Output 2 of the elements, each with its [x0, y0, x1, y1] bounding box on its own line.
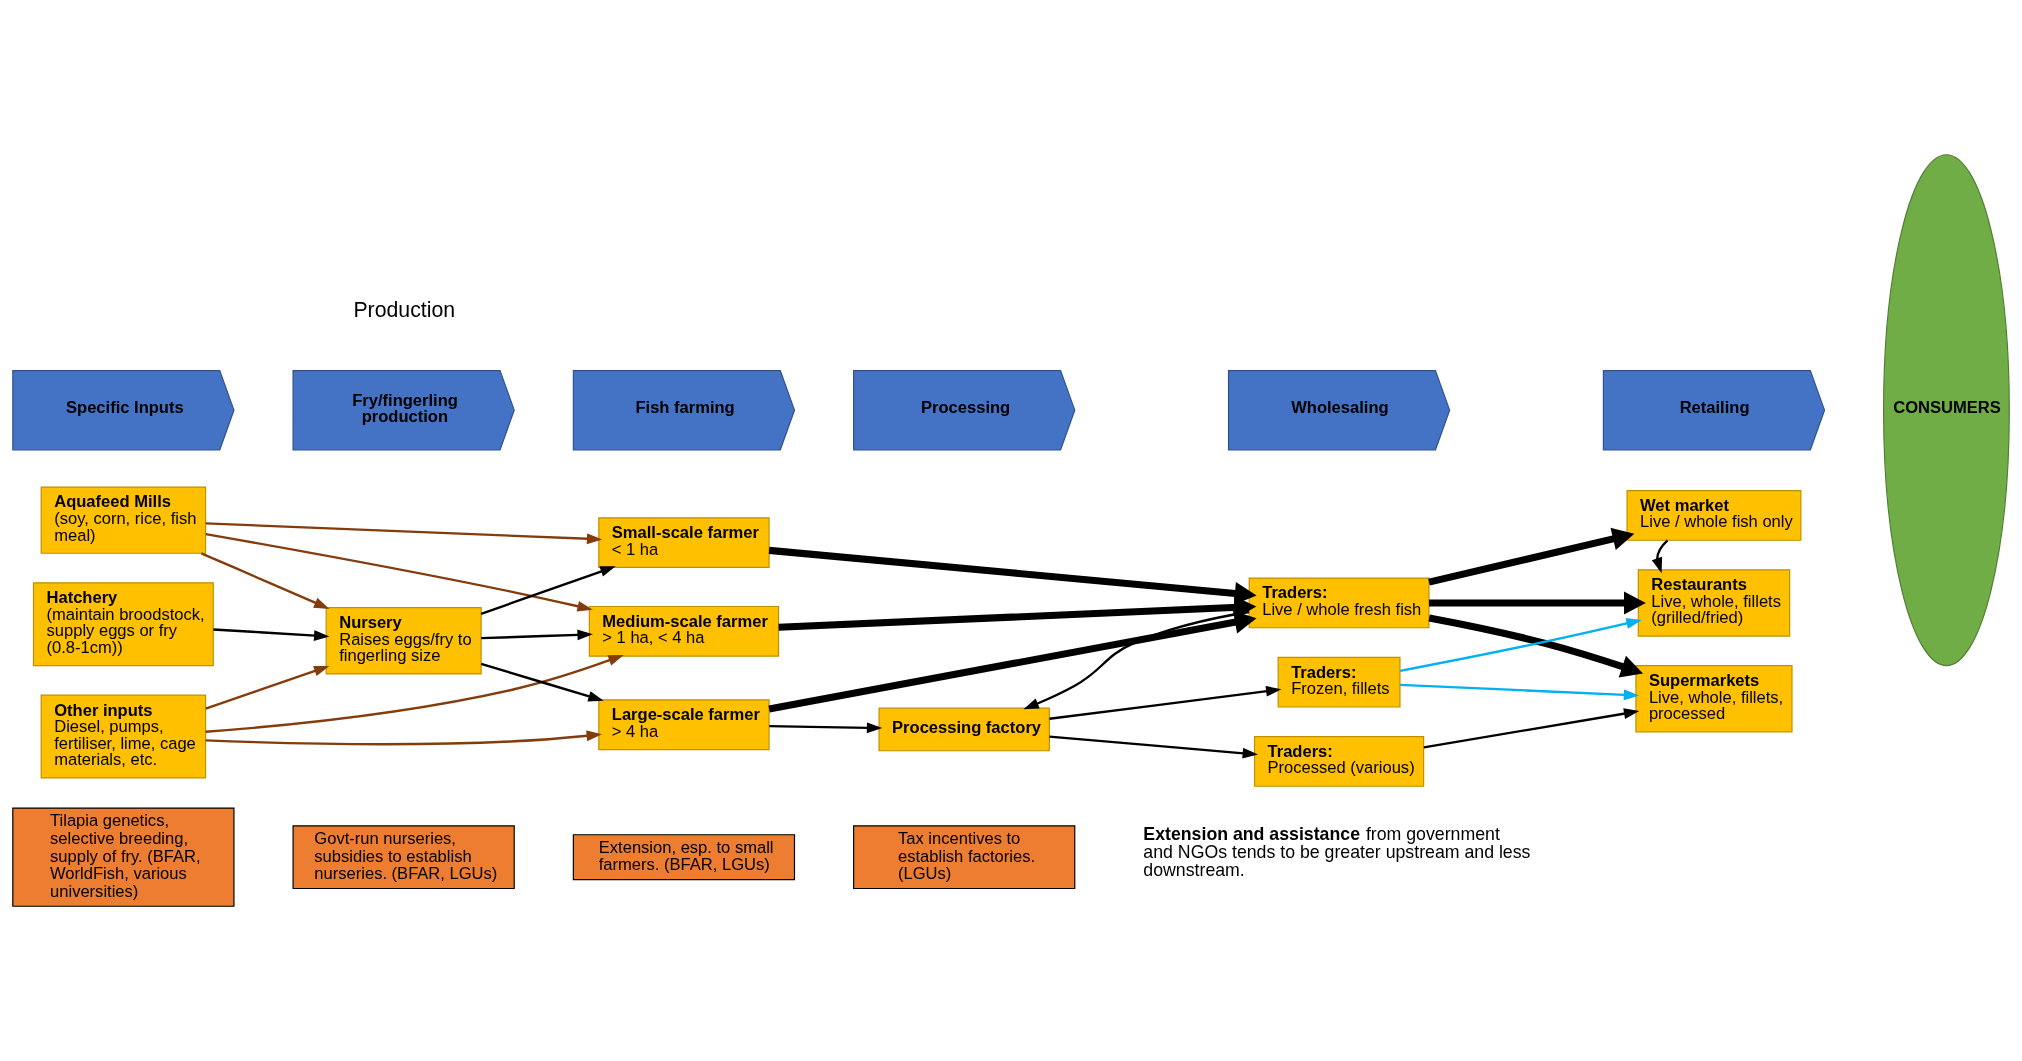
label: Production — [353, 298, 456, 323]
label: Extension and assistance from government and NGOs tends to be greater upstream and less downstream. — [1143, 824, 1531, 880]
